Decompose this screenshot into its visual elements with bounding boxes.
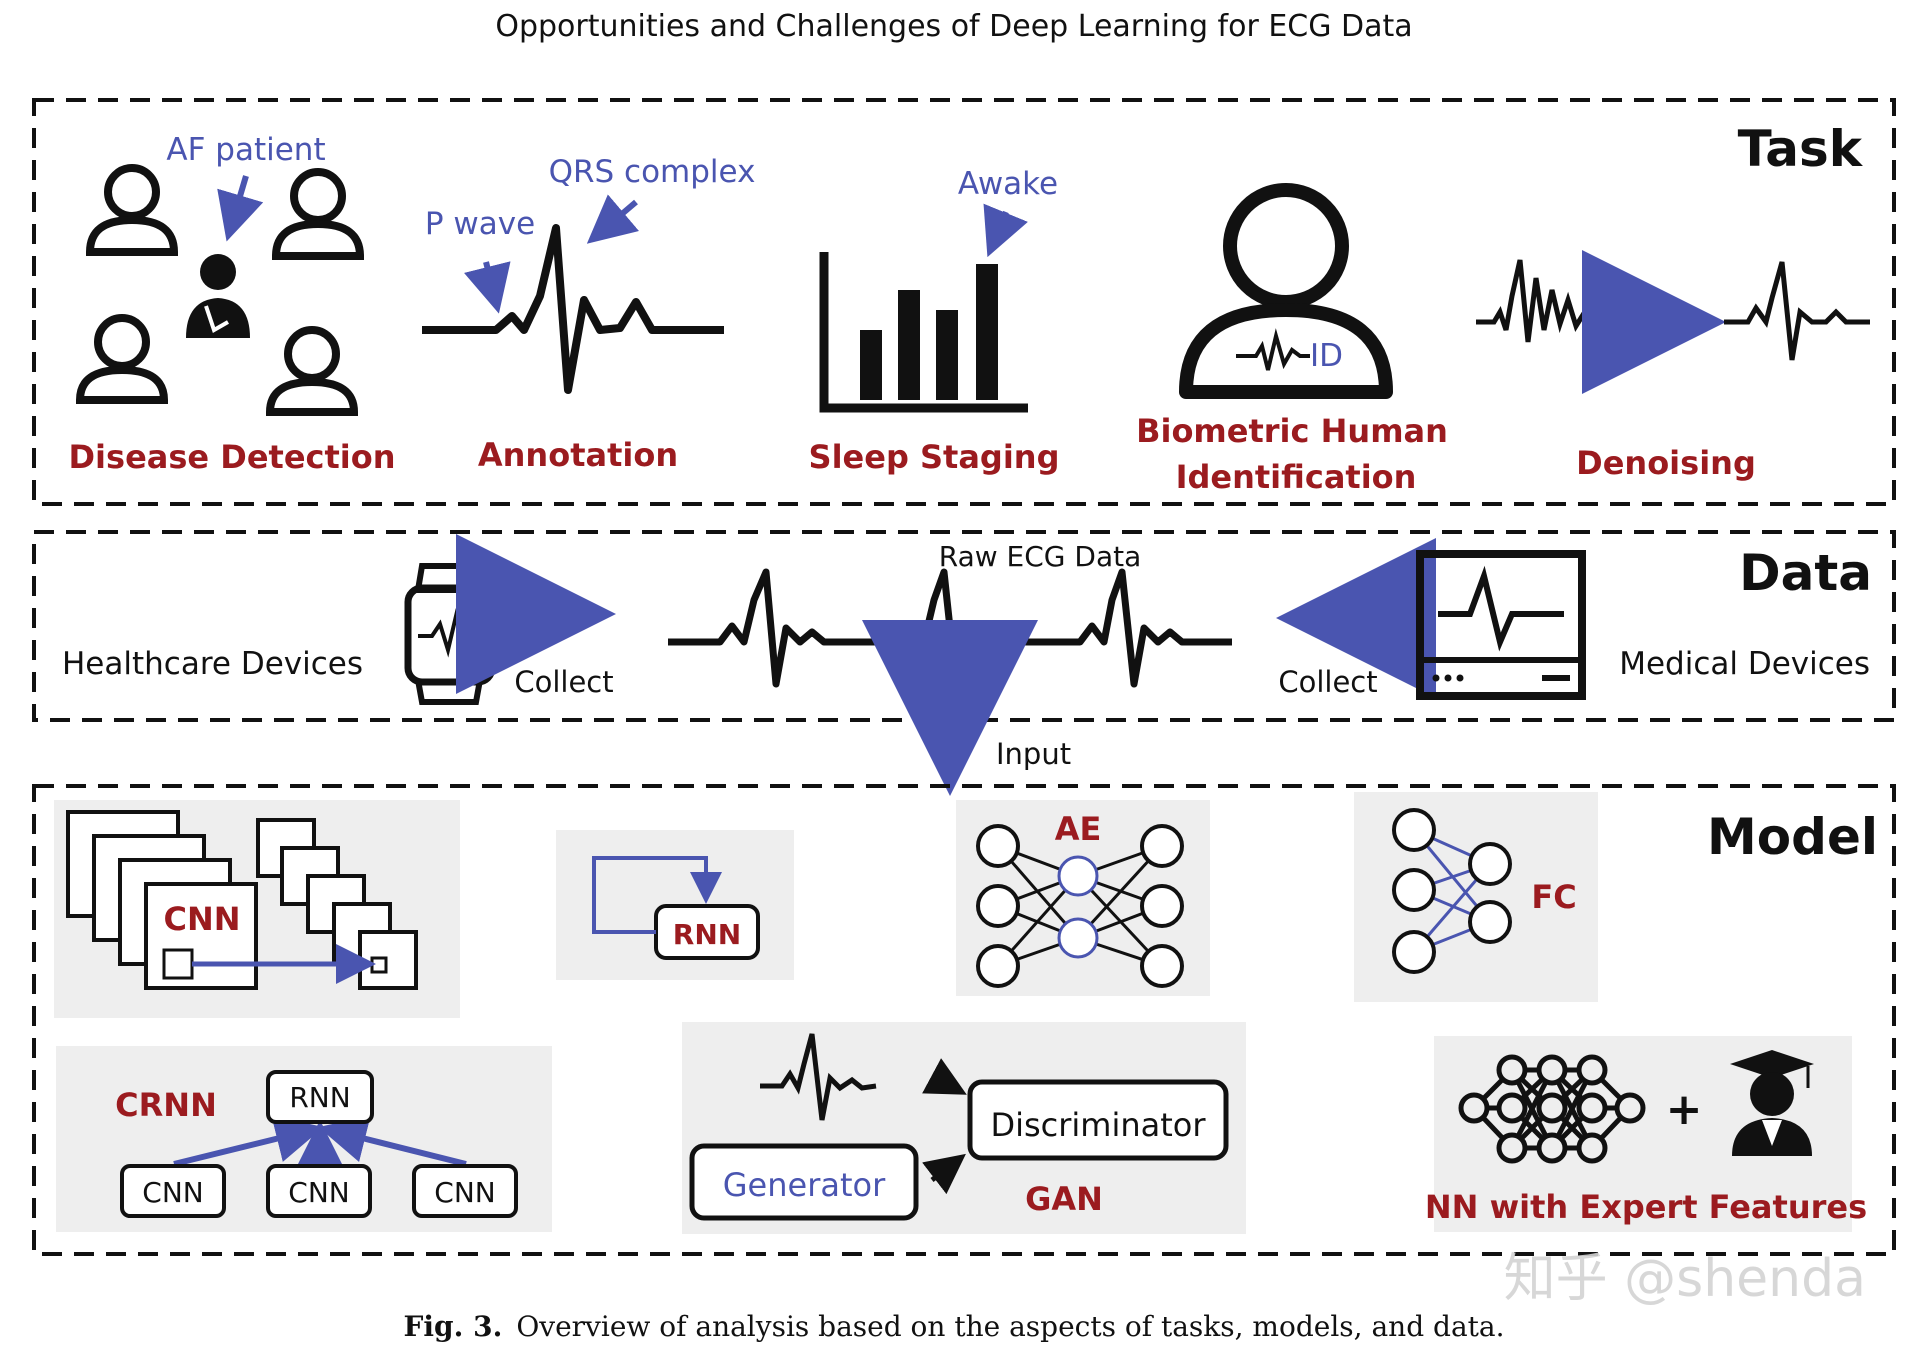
sleep-staging-bar-chart-icon xyxy=(819,252,1028,413)
id-ecg-waveform-icon xyxy=(1236,328,1310,371)
crnn-cnn-label-2: CNN xyxy=(288,1176,349,1209)
af-patient-label: AF patient xyxy=(166,132,325,168)
raw-ecg-waveform xyxy=(668,568,1232,688)
person-icon xyxy=(265,326,359,416)
neural-network-icon xyxy=(1458,1054,1646,1164)
task-section-frame xyxy=(32,98,1896,506)
raw-ecg-data-label: Raw ECG Data xyxy=(939,540,1142,573)
af-patient-arrow xyxy=(217,175,264,242)
p-wave-arrow xyxy=(463,261,511,314)
awake-label: Awake xyxy=(958,166,1058,202)
disease-detection-figure xyxy=(75,164,365,416)
model-section-label: Model xyxy=(1707,808,1878,866)
person-icon xyxy=(85,164,179,256)
collect-right-label: Collect xyxy=(1278,665,1377,699)
data-section-label: Data xyxy=(1739,544,1872,602)
figure-caption-text: Overview of analysis based on the aspect… xyxy=(516,1310,1504,1343)
cnn-label: CNN xyxy=(163,900,240,938)
biometric-person-icon xyxy=(1179,183,1393,399)
sleep-staging-label: Sleep Staging xyxy=(809,438,1060,476)
input-label: Input xyxy=(996,737,1071,771)
plus-sign: + xyxy=(1666,1084,1703,1135)
task-section-label: Task xyxy=(1738,120,1864,178)
awake-arrow xyxy=(983,203,1028,258)
qrs-arrow xyxy=(586,194,639,244)
smartwatch-icon xyxy=(404,563,496,705)
crnn-rnn-label: RNN xyxy=(289,1081,350,1114)
gan-label: GAN xyxy=(1025,1180,1103,1218)
fc-label: FC xyxy=(1531,878,1576,916)
crnn-rnn-box xyxy=(266,1070,374,1124)
denoising-label: Denoising xyxy=(1576,444,1756,482)
p-wave-label: P wave xyxy=(425,206,535,242)
rnn-label: RNN xyxy=(673,918,741,951)
cnn-feature-maps-icon xyxy=(66,810,418,990)
fully-connected-network-icon xyxy=(1392,808,1512,974)
generator-label: Generator xyxy=(723,1166,886,1204)
crnn-cnn-label-1: CNN xyxy=(142,1176,203,1209)
crnn-connections xyxy=(173,1115,467,1168)
id-label: ID xyxy=(1310,338,1343,374)
annotation-ecg-waveform xyxy=(422,224,724,394)
disease-detection-label: Disease Detection xyxy=(68,438,395,476)
figure-caption-label: Fig. 3. xyxy=(404,1310,503,1343)
annotation-label: Annotation xyxy=(478,436,678,474)
discriminator-box xyxy=(967,1079,1229,1161)
medical-monitor-icon xyxy=(1416,550,1586,700)
healthcare-devices-label: Healthcare Devices xyxy=(62,646,363,682)
collect-left-label: Collect xyxy=(514,665,613,699)
ae-label: AE xyxy=(1055,810,1102,848)
noisy-ecg-waveform xyxy=(1476,259,1635,343)
patient-icon xyxy=(186,254,250,338)
rnn-recurrent-loop xyxy=(592,856,722,934)
figure-caption: Fig. 3. Overview of analysis based on the… xyxy=(404,1310,1505,1343)
crnn-label: CRNN xyxy=(115,1086,217,1124)
gan-real-arrow xyxy=(922,1058,967,1095)
clean-ecg-waveform xyxy=(1724,261,1870,361)
nn-expert-label: NN with Expert Features xyxy=(1425,1188,1867,1226)
generator-box xyxy=(689,1143,919,1221)
person-icon xyxy=(75,314,169,404)
autoencoder-network-icon xyxy=(976,824,1184,988)
discriminator-label: Discriminator xyxy=(990,1106,1206,1144)
page-title: Opportunities and Challenges of Deep Lea… xyxy=(495,9,1412,44)
gan-fake-arrow xyxy=(922,1153,966,1195)
crnn-cnn-box-1 xyxy=(120,1164,226,1218)
person-icon xyxy=(271,168,365,260)
biometric-label-line1: Biometric Human xyxy=(1136,412,1448,450)
watermark: 知乎 @shenda xyxy=(1504,1249,1866,1309)
crnn-cnn-box-3 xyxy=(412,1164,518,1218)
gan-ecg-sample-waveform xyxy=(760,1033,877,1121)
biometric-label-line2: Identification xyxy=(1176,458,1417,496)
expert-graduate-icon xyxy=(1730,1050,1814,1156)
crnn-cnn-box-2 xyxy=(266,1164,372,1218)
model-section-frame xyxy=(32,784,1896,1256)
crnn-cnn-label-3: CNN xyxy=(434,1176,495,1209)
qrs-complex-label: QRS complex xyxy=(549,154,756,190)
medical-devices-label: Medical Devices xyxy=(1619,646,1870,682)
